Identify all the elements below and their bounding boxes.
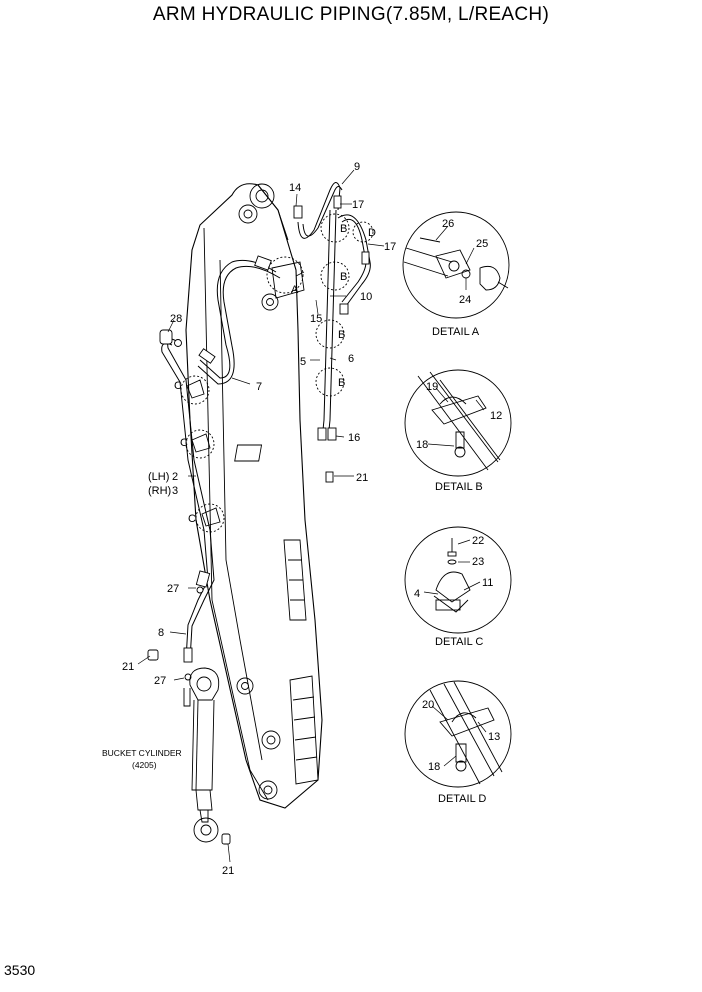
- part-12: 12: [490, 410, 502, 422]
- bucket-cylinder-name: BUCKET CYLINDER: [102, 748, 182, 758]
- detail-d-caption: DETAIL D: [438, 793, 486, 805]
- part-5: 5: [300, 356, 306, 368]
- callout-b: B: [340, 271, 347, 283]
- callout-c: C: [174, 380, 182, 392]
- rh-label: (RH): [148, 485, 171, 497]
- part-10: 10: [360, 291, 372, 303]
- part-numbers: 14 9 17 17 10 15 5 6 16 21 7 28 2 3 27 8…: [122, 161, 502, 877]
- callout-d: D: [368, 227, 376, 239]
- part-27: 27: [167, 583, 179, 595]
- detail-captions: DETAIL A DETAIL B DETAIL C DETAIL D: [432, 326, 486, 805]
- part-17: 17: [384, 241, 396, 253]
- part-19: 19: [426, 381, 438, 393]
- callout-c: C: [180, 437, 188, 449]
- part-21: 21: [122, 661, 134, 673]
- part-11: 11: [482, 577, 493, 589]
- part-26: 26: [442, 218, 454, 230]
- callout-a: A: [291, 284, 299, 296]
- part-9: 9: [354, 161, 360, 173]
- part-7: 7: [256, 381, 262, 393]
- part-8: 8: [158, 627, 164, 639]
- part-18: 18: [416, 439, 428, 451]
- callout-b: B: [338, 377, 345, 389]
- detail-b-drawing: [404, 369, 512, 477]
- callout-circles: [180, 213, 374, 533]
- fittings: [147, 195, 370, 845]
- part-2: 2: [172, 471, 178, 483]
- arm-body: [185, 183, 323, 809]
- part-4: 4: [414, 588, 420, 600]
- page-title: ARM HYDRAULIC PIPING(7.85M, L/REACH): [152, 4, 550, 25]
- part-21: 21: [222, 865, 234, 877]
- detail-a-caption: DETAIL A: [432, 326, 480, 338]
- detail-d-drawing: [404, 680, 512, 788]
- part-21: 21: [356, 472, 368, 484]
- part-16: 16: [348, 432, 360, 444]
- bucket-cylinder-label: BUCKET CYLINDER (4205): [102, 748, 182, 770]
- side-labels: (LH) (RH): [148, 471, 171, 497]
- part-20: 20: [422, 699, 434, 711]
- part-14: 14: [289, 182, 301, 194]
- leader-lines: [137, 169, 487, 863]
- hose-lines: [161, 182, 371, 661]
- part-3: 3: [172, 485, 178, 497]
- detail-c-drawing: [404, 526, 512, 634]
- clamp-marks: [186, 379, 221, 527]
- part-23: 23: [472, 556, 484, 568]
- detail-b-caption: DETAIL B: [435, 481, 483, 493]
- bucket-cylinder-ref: (4205): [132, 760, 157, 770]
- part-17: 17: [352, 199, 364, 211]
- callout-c: C: [188, 513, 196, 525]
- callout-b: B: [340, 223, 347, 235]
- callout-b: B: [338, 329, 345, 341]
- part-22: 22: [472, 535, 484, 547]
- part-18: 18: [428, 761, 440, 773]
- lh-label: (LH): [148, 471, 169, 483]
- part-28: 28: [170, 313, 182, 325]
- bucket-cylinder: [183, 667, 220, 843]
- part-25: 25: [476, 238, 488, 250]
- detail-a-drawing: [402, 211, 510, 319]
- detail-c-caption: DETAIL C: [435, 636, 483, 648]
- part-15: 15: [310, 313, 322, 325]
- page-number: 3530: [4, 962, 36, 978]
- callout-letters: A B B B B D C C C: [174, 223, 376, 525]
- part-24: 24: [459, 294, 471, 306]
- part-6: 6: [348, 353, 354, 365]
- part-27: 27: [154, 675, 166, 687]
- part-13: 13: [488, 731, 500, 743]
